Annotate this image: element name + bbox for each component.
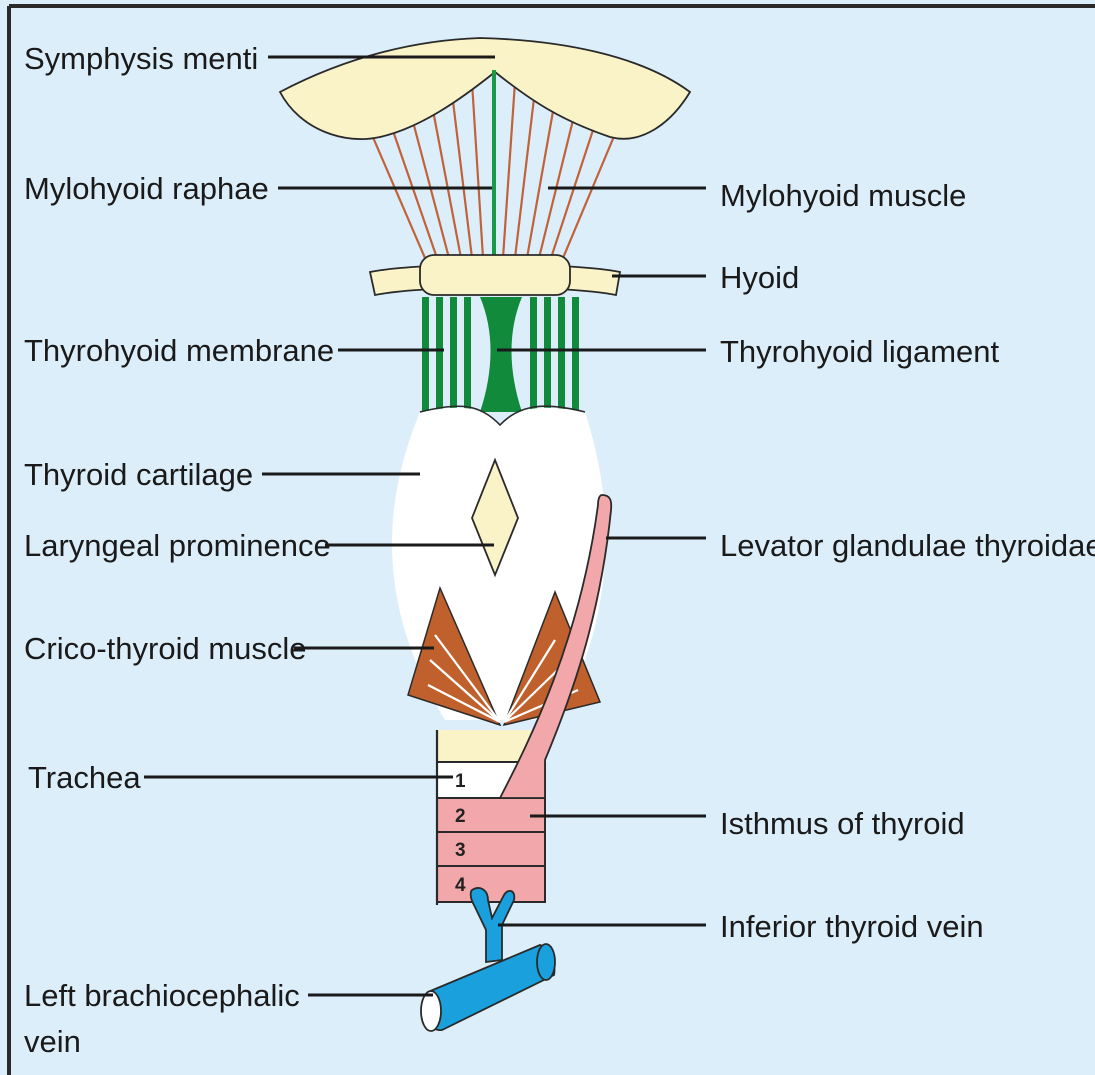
label-laryngeal-prominence: Laryngeal prominence (24, 528, 331, 563)
tracheal-ring-number-2: 2 (455, 806, 466, 827)
label-thyrohyoid-ligament: Thyrohyoid ligament (720, 334, 1000, 369)
label-left-brachiocephalic-vein-line1: Left brachiocephalic (24, 978, 300, 1013)
label-inferior-thyroid-vein: Inferior thyroid vein (720, 909, 984, 944)
tracheal-ring-4 (437, 866, 545, 902)
label-mylohyoid-raphae: Mylohyoid raphae (24, 171, 269, 206)
tracheal-ring-number-4: 4 (455, 875, 466, 896)
hyoid-body (420, 255, 570, 295)
tracheal-ring-number-3: 3 (455, 840, 466, 861)
label-trachea: Trachea (28, 760, 141, 795)
label-crico-thyroid-muscle: Crico-thyroid muscle (24, 631, 307, 666)
label-hyoid: Hyoid (720, 260, 799, 295)
label-left-brachiocephalic-vein-line2: vein (24, 1024, 81, 1059)
label-thyroid-cartilage: Thyroid cartilage (24, 457, 253, 492)
label-isthmus-of-thyroid: Isthmus of thyroid (720, 806, 965, 841)
left-brachiocephalic-vein-end-left (421, 991, 441, 1031)
tracheal-ring-3 (437, 832, 545, 866)
label-levator-glandulae-thyroidae: Levator glandulae thyroidae (720, 528, 1095, 563)
left-brachiocephalic-vein-end-right (537, 944, 555, 980)
label-symphysis-menti: Symphysis menti (24, 41, 258, 76)
tracheal-ring-2 (437, 798, 545, 832)
tracheal-ring-number-1: 1 (455, 771, 466, 792)
label-thyrohyoid-membrane: Thyrohyoid membrane (24, 333, 334, 368)
label-mylohyoid-muscle: Mylohyoid muscle (720, 178, 966, 213)
